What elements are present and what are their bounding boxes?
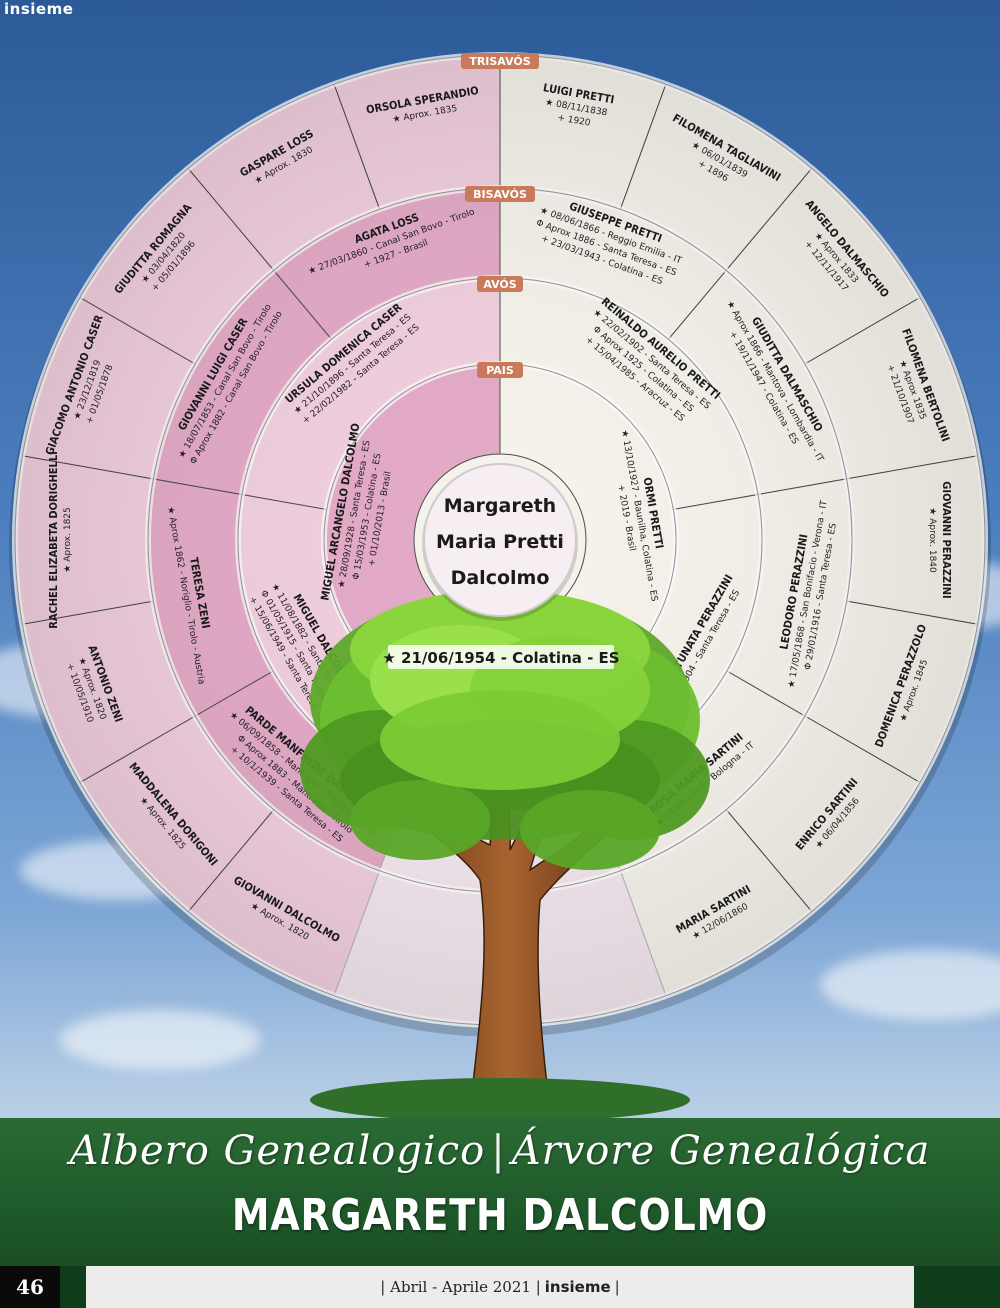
tree-foliage (380, 690, 620, 790)
generation-labels: PAIS AVÓS BISAVÓS TRISAVÓS (461, 53, 539, 378)
generation-label: BISAVÓS (473, 188, 527, 201)
title-script: Albero Genealogico|Árvore Genealógica (0, 1128, 1000, 1174)
birth-label-bg (388, 645, 614, 669)
ancestor-detail: ★ Aprox. 1825 (63, 507, 73, 572)
title-italian: Albero Genealogico (69, 1128, 486, 1174)
tree-illustration (300, 590, 710, 1122)
center-circle (423, 463, 577, 617)
footer-issue: | Abril - Aprile 2021 |insieme| (86, 1266, 914, 1308)
generation-label-bg (477, 276, 523, 292)
ancestor-trisavos-3: RACHEL ELIZABETA DORIGHELLI★ Aprox. 1825 (47, 451, 73, 629)
tree-foliage (520, 790, 660, 870)
ancestor-detail: ★ Aprox. 1840 (927, 507, 937, 573)
title-portuguese: Árvore Genealógica (511, 1128, 931, 1174)
center-name-line: Dalcolmo (451, 567, 550, 589)
center-name-line: Margareth (444, 495, 556, 517)
cloud (60, 1010, 260, 1070)
generation-label: AVÓS (483, 278, 516, 291)
ancestor-name: RACHEL ELIZABETA DORIGHELLI (47, 451, 60, 629)
footer-pipe: | (530, 1278, 541, 1296)
footer-brand: insieme (544, 1278, 611, 1296)
generation-label-bg (461, 53, 539, 69)
ancestor-name: GIOVANNI PERAZZINI (940, 481, 953, 598)
footer-pipe: | (380, 1278, 391, 1296)
title-separator: | (491, 1128, 506, 1174)
generation-label-bg (477, 362, 523, 378)
grass-ground (0, 1118, 1000, 1268)
generation-label: TRISAVÓS (469, 55, 530, 68)
center-name-line: Maria Pretti (436, 531, 564, 553)
magazine-logo: insieme (4, 0, 74, 18)
ancestor-trisavos-12: GIOVANNI PERAZZINI★ Aprox. 1840 (927, 481, 953, 598)
grass-tuft (310, 1078, 690, 1122)
tree-foliage (350, 780, 490, 860)
page-number: 46 (0, 1266, 60, 1308)
center-birth: ★ 21/06/1954 - Colatina - ES (382, 649, 619, 667)
footer-pipe: | (614, 1278, 620, 1296)
footer-issue-date: Abril - Aprile 2021 (390, 1278, 531, 1296)
cloud (820, 950, 1000, 1020)
generation-label-bg (465, 186, 535, 202)
generation-label: PAIS (486, 364, 514, 377)
title-main: MARGARETH DALCOLMO (231, 1190, 769, 1241)
